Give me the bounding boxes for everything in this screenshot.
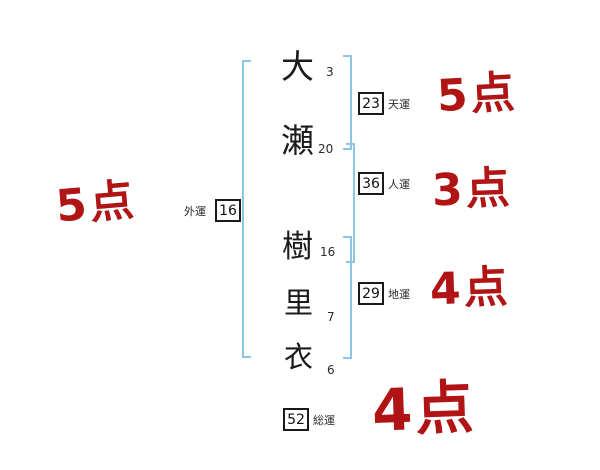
earth-luck-box: 29 [358, 282, 384, 305]
given-char-2: 里 [284, 286, 314, 320]
earth-luck-label: 地運 [388, 288, 410, 301]
outer-luck-score: 5点 [53, 174, 139, 233]
total-luck-score: 4点 [370, 373, 478, 445]
given-char-2-strokes: 7 [327, 310, 335, 324]
earth-luck-bracket [343, 236, 352, 359]
surname-char-1: 大 [281, 47, 314, 86]
person-luck-score: 3点 [431, 162, 514, 217]
heaven-luck-box: 23 [358, 92, 384, 115]
person-luck-value: 36 [362, 175, 380, 192]
earth-luck-score: 4点 [429, 261, 512, 316]
given-char-3-strokes: 6 [327, 363, 335, 377]
surname-char-2-strokes: 20 [318, 142, 334, 156]
outer-luck-bracket [242, 60, 251, 358]
outer-luck-box: 16 [215, 199, 241, 222]
given-char-3: 衣 [284, 340, 314, 374]
heaven-luck-bracket [343, 55, 352, 150]
outer-luck-label: 外運 [184, 205, 206, 218]
given-char-1-strokes: 16 [320, 245, 336, 259]
outer-luck-value: 16 [219, 202, 237, 219]
total-luck-label: 総運 [313, 414, 335, 427]
surname-char-1-strokes: 3 [326, 65, 334, 79]
person-luck-box: 36 [358, 172, 384, 195]
heaven-luck-score: 5点 [435, 66, 519, 123]
surname-char-2: 瀬 [281, 121, 314, 160]
total-luck-box: 52 [283, 408, 309, 431]
total-luck-value: 52 [287, 411, 305, 428]
earth-luck-value: 29 [362, 285, 380, 302]
given-char-1: 樹 [282, 229, 313, 265]
heaven-luck-label: 天運 [388, 98, 410, 111]
heaven-luck-value: 23 [362, 95, 380, 112]
person-luck-label: 人運 [388, 178, 410, 191]
